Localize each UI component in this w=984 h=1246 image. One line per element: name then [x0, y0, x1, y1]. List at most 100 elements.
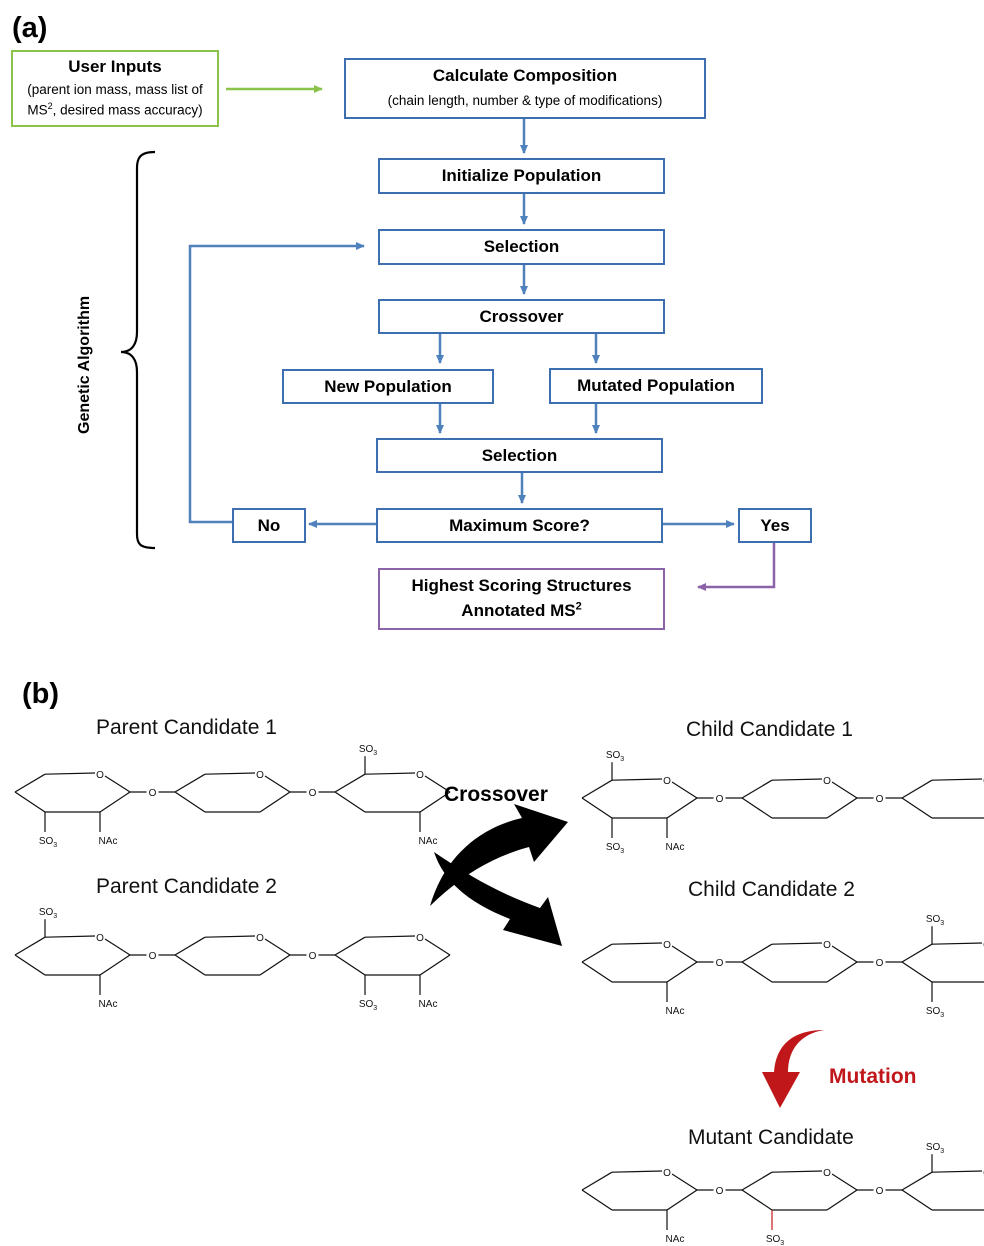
sugar-ring: O — [174, 770, 291, 813]
ring-bond — [931, 778, 983, 781]
calculate-composition-title: Calculate Composition — [432, 66, 618, 86]
linkage-oxygen-label: O — [716, 958, 724, 969]
linkage-oxygen-label: O — [149, 951, 157, 962]
ring-bond — [174, 954, 206, 976]
sugar-ring: O — [581, 940, 698, 983]
child-candidate-1-title: Child Candidate 1 — [686, 718, 853, 741]
ring-bond — [741, 1189, 773, 1211]
ring-bond — [666, 797, 698, 819]
highest-scoring-structures-box: Highest Scoring Structures Annotated MS2 — [378, 568, 665, 630]
ring-bond — [826, 961, 858, 983]
ring-oxygen-label: O — [416, 933, 424, 944]
linkage-oxygen-label: O — [876, 794, 884, 805]
crossover-arrow-up — [430, 804, 568, 906]
ring-oxygen-label: O — [96, 933, 104, 944]
ring-bond — [264, 775, 291, 793]
ring-bond — [364, 772, 416, 775]
linkage-oxygen-label: O — [309, 788, 317, 799]
ring-bond — [901, 1171, 933, 1191]
user-inputs-line-1: (parent ion mass, mass list of — [27, 82, 203, 98]
maximum-score-box: Maximum Score? — [376, 508, 663, 543]
mutated-population-box: Mutated Population — [549, 368, 763, 404]
ring-bond — [174, 773, 206, 793]
arrow-no-loop-back-to-selection — [188, 242, 365, 524]
mutant-candidate-structure: OOOOONAcSO3SO3NAc — [581, 1142, 984, 1246]
child-candidate-2-structure: OOOOONAcSO3SO3NAc — [581, 914, 984, 1019]
sugar-ring: O — [581, 1168, 698, 1211]
ring-bond — [174, 936, 206, 956]
sugar-ring: O — [334, 933, 451, 976]
sugar-ring: O — [901, 1168, 984, 1211]
ring-bond — [581, 1189, 613, 1211]
sulfate-label: SO3 — [359, 744, 377, 757]
sulfate-label: SO3 — [766, 1234, 784, 1246]
molecules: OOOOOSO3NAcSO3NAcOOOOOSO3NAcSO3NAcOOOOOS… — [14, 744, 984, 1246]
ring-bond — [901, 1189, 933, 1211]
ring-bond — [771, 942, 823, 945]
ring-oxygen-label: O — [256, 770, 264, 781]
linkage-oxygen-label: O — [716, 1186, 724, 1197]
sugar-ring: O — [901, 940, 984, 983]
yes-box: Yes — [738, 508, 812, 543]
ring-bond — [204, 772, 256, 775]
sugar-ring: O — [741, 776, 858, 819]
sugar-ring: O — [174, 933, 291, 976]
sugar-ring: O — [581, 776, 698, 819]
ring-bond — [931, 1170, 983, 1173]
ring-oxygen-label: O — [823, 940, 831, 951]
parent-candidate-1-title: Parent Candidate 1 — [96, 716, 277, 739]
ring-bond — [424, 775, 451, 793]
ring-bond — [44, 772, 96, 775]
child-candidate-2-title: Child Candidate 2 — [688, 878, 855, 901]
nac-label: NAc — [419, 999, 438, 1010]
user-inputs-line-2-rest: , desired mass accuracy) — [52, 102, 203, 118]
linkage-oxygen-label: O — [149, 788, 157, 799]
ring-bond — [14, 791, 46, 813]
ring-bond — [424, 938, 451, 956]
ring-bond — [364, 935, 416, 938]
user-inputs-line-2-ms: MS — [27, 102, 48, 118]
ring-bond — [671, 945, 698, 963]
user-inputs-details: (parent ion mass, mass list of MS2, desi… — [27, 80, 203, 120]
ring-bond — [419, 954, 451, 976]
ring-bond — [741, 779, 773, 799]
ring-oxygen-label: O — [416, 770, 424, 781]
ring-bond — [581, 961, 613, 983]
ring-bond — [666, 1189, 698, 1211]
sulfate-label: SO3 — [606, 842, 624, 855]
ring-oxygen-label: O — [663, 776, 671, 787]
crossover-box: Crossover — [378, 299, 665, 334]
new-population-box: New Population — [282, 369, 494, 404]
linkage-oxygen-label: O — [309, 951, 317, 962]
ring-bond — [831, 781, 858, 799]
ring-oxygen-label: O — [663, 1168, 671, 1179]
ring-bond — [334, 791, 366, 813]
mutation-label: Mutation — [829, 1065, 917, 1088]
ring-oxygen-label: O — [96, 770, 104, 781]
ring-bond — [581, 943, 613, 963]
ring-bond — [611, 942, 663, 945]
ring-bond — [99, 791, 131, 813]
ring-bond — [44, 935, 96, 938]
ring-bond — [259, 791, 291, 813]
sulfate-label: SO3 — [39, 907, 57, 920]
ring-oxygen-label: O — [256, 933, 264, 944]
sugar-ring: O — [741, 940, 858, 983]
mutant-candidate-title: Mutant Candidate — [688, 1126, 854, 1149]
result-line-2: Annotated MS2 — [461, 599, 581, 624]
crossover-arrow-down — [434, 852, 562, 946]
ring-bond — [104, 775, 131, 793]
ring-bond — [264, 938, 291, 956]
user-inputs-title: User Inputs — [68, 57, 162, 77]
nac-label: NAc — [666, 1006, 685, 1017]
nac-label: NAc — [666, 842, 685, 853]
ring-oxygen-label: O — [663, 940, 671, 951]
result-line-2-text: Annotated MS — [461, 601, 576, 620]
linkage-oxygen-label: O — [876, 958, 884, 969]
ring-bond — [931, 942, 983, 945]
ring-bond — [204, 935, 256, 938]
flow-connectors — [188, 85, 776, 591]
ring-bond — [14, 773, 46, 793]
ring-bond — [771, 1170, 823, 1173]
